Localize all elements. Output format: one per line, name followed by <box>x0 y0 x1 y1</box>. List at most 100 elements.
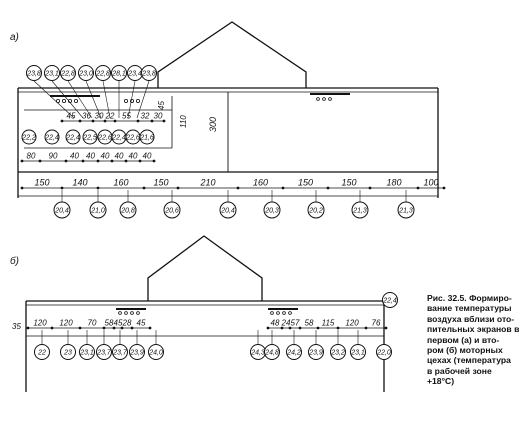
panel-b-right-dim-label: 115 <box>322 319 335 328</box>
panel-a-building-outline <box>17 21 439 198</box>
panel-b-right-temp-circle: 24,8 <box>264 344 280 360</box>
panel-b-right-dim-label: 58 <box>305 319 314 328</box>
panel-a-lower-temp-circle: 22,6 <box>125 129 141 145</box>
panel-a-floor-dim-label: 150 <box>153 178 168 188</box>
panel-a-upper-dim-label: 30 <box>95 112 104 121</box>
panel-a-floor-dim-label: 150 <box>298 178 313 188</box>
panel-b-left-dim-point <box>78 326 82 330</box>
panel-a-lower-temp-circle: 22,2 <box>21 129 37 145</box>
svg-text:22,2: 22,2 <box>21 135 36 142</box>
panel-a-upper-dim-label: 32 <box>141 112 150 121</box>
panel-b-left-dim-point <box>120 326 124 330</box>
caption-line: первом (а) и вто- <box>427 334 500 345</box>
panel-a-upper-dim-label: 22 <box>105 112 115 121</box>
svg-text:23: 23 <box>63 350 72 357</box>
svg-text:23,4: 23,4 <box>127 71 142 78</box>
panel-b-left-dim-point <box>130 326 134 330</box>
caption-line: пительных экранов в <box>427 324 520 335</box>
panel-a-floor-temp-circle: 20,6 <box>163 201 181 219</box>
svg-text:23,8: 23,8 <box>26 71 41 78</box>
panel-a-lower-temp-circle: 22,5 <box>82 129 98 145</box>
caption-line: ром (б) моторных <box>427 345 503 356</box>
panel-b-right-dim-point <box>298 326 302 330</box>
panel-a-upper-dim-point <box>91 119 95 123</box>
caption-line: +18°С) <box>427 376 455 387</box>
panel-b-right-dim-label: 120 <box>345 319 359 328</box>
panel-a-floor-temp-circle: 20,3 <box>263 201 281 219</box>
panel-b-right-dim-point <box>384 326 388 330</box>
panel-a-lower-dim-label: 90 <box>49 152 58 161</box>
svg-text:22,0: 22,0 <box>376 350 391 357</box>
panel-a-height-label: 300 <box>208 117 218 132</box>
panel-a-floor-temp-circle: 21,0 <box>89 201 107 219</box>
svg-text:23,0: 23,0 <box>78 71 93 78</box>
svg-text:24,0: 24,0 <box>148 350 163 357</box>
svg-text:23,9: 23,9 <box>129 350 144 357</box>
panel-b-left-dim-label: 28 <box>122 319 132 328</box>
panel-a-floor-dim-point <box>442 186 446 190</box>
panel-a-upper-temp-circle: 23,8 <box>26 65 42 81</box>
panel-b-right-dim-label: 24 <box>281 319 291 328</box>
svg-text:20,8: 20,8 <box>120 208 135 215</box>
panel-a-lower-dim-label: 40 <box>70 152 79 161</box>
panel-a-lower-dim-point <box>20 159 24 163</box>
panel-a-lower-dim-label: 40 <box>101 152 110 161</box>
panel-a-upper-dim-point <box>113 119 117 123</box>
svg-text:20,2: 20,2 <box>308 208 323 215</box>
svg-text:22,6: 22,6 <box>97 135 112 142</box>
panel-a-floor-temp-circle: 20,8 <box>119 201 137 219</box>
panel-a-lower-dim-point <box>64 159 68 163</box>
panel-a-floor-temp-circle: 20,4 <box>219 201 237 219</box>
svg-text:24,8: 24,8 <box>264 350 279 357</box>
panel-a-floor-dim-point <box>60 186 64 190</box>
panel-a-floor-dim-point <box>368 186 372 190</box>
svg-text:23,8: 23,8 <box>141 71 156 78</box>
panel-a-upper-dim-label: 45 <box>67 112 76 121</box>
panel-a-upper-temp-circle: 22,8 <box>95 65 111 81</box>
panel-b-left-temp-circle: 23,7 <box>96 344 112 360</box>
panel-a-upper-dim-point <box>162 119 166 123</box>
panel-a-inner-height-label: 110 <box>179 115 188 128</box>
panel-b-right-temp-circle: 23,1 <box>350 344 366 360</box>
panel-a-upper-dim-point <box>78 119 82 123</box>
panel-b-left-dim-label: 120 <box>59 319 73 328</box>
panel-a-upper-temp-circle: 22,8 <box>60 65 76 81</box>
svg-text:23,7: 23,7 <box>112 350 128 357</box>
panel-a-lower-dim-point <box>138 159 142 163</box>
panel-b-left-dim-point <box>102 326 106 330</box>
panel-a-lower-dim-label: 40 <box>86 152 95 161</box>
panel-b-left-dim-label: 45 <box>137 319 146 328</box>
panel-a-floor-dim-label: 180 <box>386 178 401 188</box>
panel-b-right-temp-circle: 24,2 <box>286 344 302 360</box>
panel-a-floor-dim-point <box>236 186 240 190</box>
panel-a-lower-temp-circle: 21,6 <box>139 129 155 145</box>
svg-text:22,4: 22,4 <box>65 135 80 142</box>
panel-b-right-temp-circle: 22,4 <box>382 292 398 308</box>
panel-a-heater-dots <box>56 97 332 104</box>
svg-text:22,4: 22,4 <box>44 135 59 142</box>
svg-text:22,4: 22,4 <box>382 298 397 305</box>
svg-text:28,1: 28,1 <box>111 71 126 78</box>
panel-b-left-dim-label: 45 <box>114 319 123 328</box>
svg-text:22,4: 22,4 <box>111 135 126 142</box>
panel-b-label: б) <box>10 255 19 267</box>
svg-text:21,0: 21,0 <box>90 208 105 215</box>
svg-text:23,1: 23,1 <box>44 71 59 78</box>
panel-a-lower-temp-circle: 22,4 <box>111 129 127 145</box>
panel-a-upper-temp-circle: 23,4 <box>127 65 143 81</box>
panel-a-lower-dim-label: 40 <box>143 152 152 161</box>
svg-text:20,4: 20,4 <box>54 208 69 215</box>
panel-a-floor-dim-point <box>281 186 285 190</box>
panel-a-floor-dim-point <box>20 186 24 190</box>
svg-text:23,1: 23,1 <box>79 350 94 357</box>
panel-a-floor-dim-point <box>326 186 330 190</box>
